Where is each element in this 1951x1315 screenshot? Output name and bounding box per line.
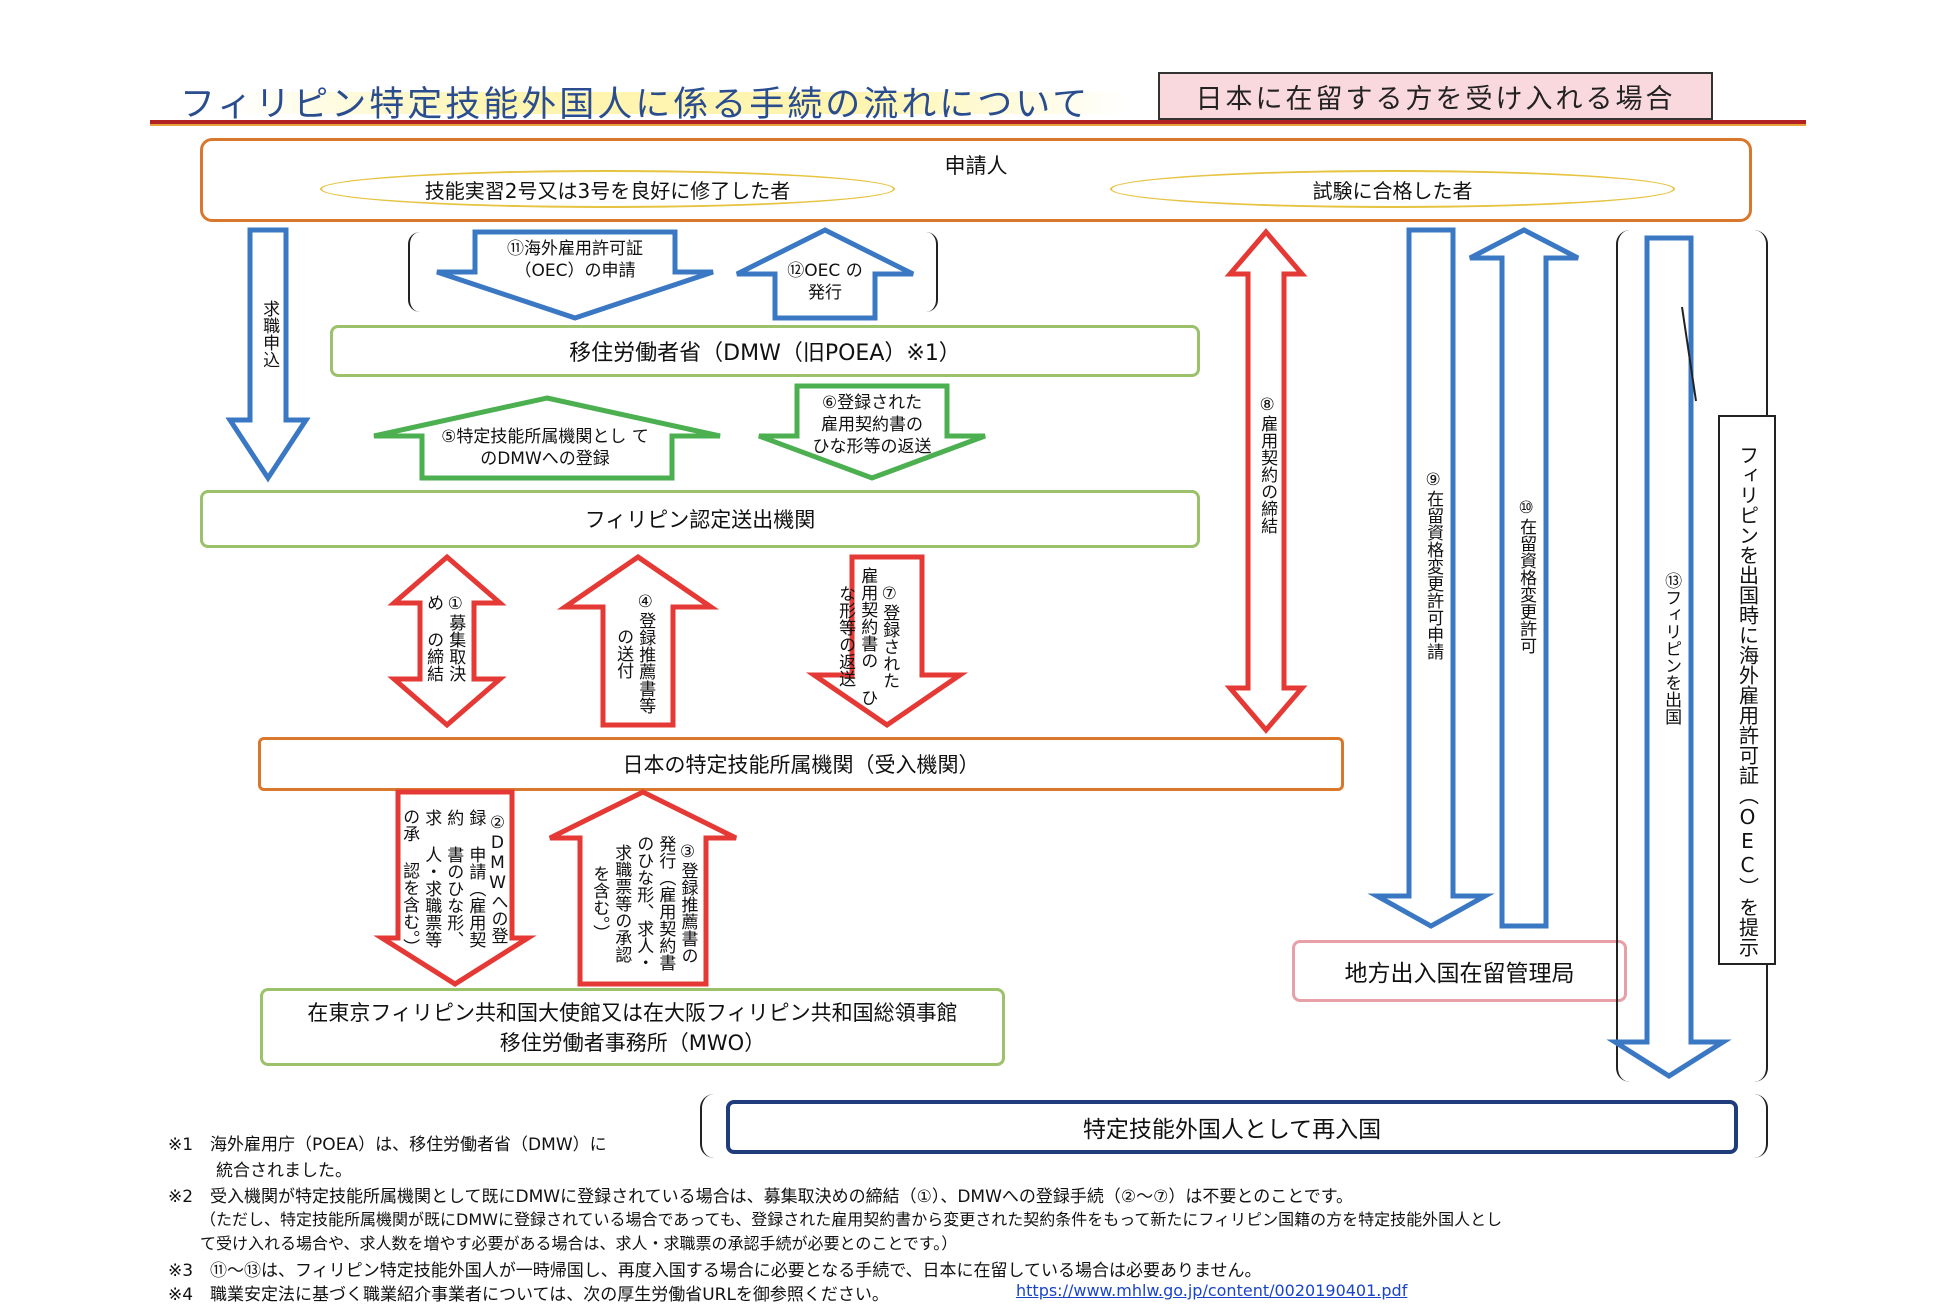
callout-line	[1681, 306, 1697, 402]
dmw-box: 移住労働者省（DMW（旧POEA）※1）	[330, 325, 1200, 377]
applicant-exam-ellipse: 試験に合格した者	[1110, 170, 1675, 208]
employment-contract-label: ⑧雇用契約の締結	[1257, 395, 1278, 534]
oec-issue-label: ⑫OEC の発行	[787, 261, 863, 304]
footnote-1-cont: 統合されました。	[216, 1161, 352, 1181]
footnote-2-cont-2: て受け入れる場合や、求人数を増やす必要がある場合は、求人・求職票の承認手続が必要…	[200, 1234, 958, 1253]
footnote-1: ※1 海外雇用庁（POEA）は、移住労働者省（DMW）に	[168, 1135, 607, 1155]
recommendation-issue-label: ③登録推薦書の 発行（雇用契約書 のひな形、求人・ 求職票等の承認 を含む。）	[589, 835, 698, 971]
dmw-registration-application-arrow	[373, 789, 537, 987]
mwo-line-1: 在東京フィリピン共和国大使館又は在大阪フィリピン共和国総領事館	[307, 1001, 958, 1025]
title-underline	[150, 120, 1806, 126]
oec-present-label: フィリピンを出国時に海外雇用許可証（OEC）を提示	[1735, 445, 1760, 957]
applicant-label: 申請人	[944, 154, 1008, 178]
dmw-registration-application-label: ②DMWへの登録 申請（雇用契約 書のひな形、求 人・求職票等の承 認を含む。）	[399, 808, 508, 956]
oec-bracket	[408, 232, 938, 312]
dmw-registration-arrow	[373, 395, 721, 481]
status-change-permit-arrow	[1468, 227, 1580, 929]
contract-template-return-arrow-top	[758, 383, 986, 481]
recommendation-issue-arrow	[548, 789, 738, 987]
contract-template-return-label-top: ⑥登録された 雇用契約書の ひな形等の返送	[812, 393, 932, 458]
footnote-2: ※2 受入機関が特定技能所属機関として既にDMWに登録されている場合は、募集取決…	[168, 1187, 1354, 1207]
oec-application-arrow	[436, 229, 714, 321]
oec-issue-arrow	[735, 227, 915, 321]
status-change-permit-label: ⑩在留資格変更許可	[1516, 498, 1537, 654]
scenario-badge: 日本に在留する方を受け入れる場合	[1158, 72, 1713, 120]
status-change-application-arrow	[1367, 227, 1495, 929]
oec-application-label: ⑪海外雇用許可証 （OEC）の申請	[507, 239, 643, 282]
mhlw-url-link[interactable]: https://www.mhlw.go.jp/content/002019040…	[1016, 1281, 1408, 1300]
mwo-box: 在東京フィリピン共和国大使館又は在大阪フィリピン共和国総領事館 移住労働者事務所…	[260, 988, 1005, 1066]
employer-box: 日本の特定技能所属機関（受入機関）	[258, 737, 1344, 791]
job-application-label: 求職申込	[259, 300, 280, 368]
job-application-arrow	[225, 227, 311, 483]
recruitment-agreement-arrow	[387, 553, 507, 729]
recommendation-send-arrow	[556, 553, 720, 728]
applicant-trainee-ellipse: 技能実習2号又は3号を良好に修了した者	[320, 170, 895, 208]
footnote-4: ※4 職業安定法に基づく職業紹介事業者については、次の厚生労働省URLを御参照く…	[168, 1285, 889, 1305]
employment-contract-arrow	[1224, 228, 1308, 734]
contract-template-return-arrow	[805, 554, 969, 729]
footnote-3: ※3 ⑪～⑬は、フィリピン特定技能外国人が一時帰国し、再度入国する場合に必要とな…	[168, 1261, 1262, 1281]
status-change-application-label: ⑨在留資格変更許可申請	[1423, 470, 1444, 660]
departure-label: ⑬フィリピンを出国	[1661, 572, 1682, 725]
recommendation-send-label: ④登録推薦書等 の送付	[613, 592, 656, 714]
sending-agency-box: フィリピン認定送出機関	[200, 490, 1200, 548]
mwo-line-2: 移住労働者事務所（MWO）	[499, 1031, 766, 1055]
oec-present-box: フィリピンを出国時に海外雇用許可証（OEC）を提示	[1718, 415, 1776, 965]
applicant-box	[200, 138, 1752, 222]
reentry-bracket	[700, 1094, 1768, 1158]
page-title: フィリピン特定技能外国人に係る手続の流れについて	[180, 85, 1091, 125]
contract-template-return-label: ⑦登録された 雇用契約書の ひな形等の返送	[835, 566, 900, 706]
title-highlight	[230, 92, 1130, 114]
reentry-box: 特定技能外国人として再入国	[726, 1100, 1738, 1154]
immigration-bureau-box: 地方出入国在留管理局	[1292, 940, 1627, 1002]
dmw-registration-label: ⑤特定技能所属機関とし てのDMWへの登録	[441, 427, 649, 470]
footnote-2-cont-1: （ただし、特定技能所属機関が既にDMWに登録されている場合であっても、登録された…	[200, 1210, 1503, 1229]
recruitment-agreement-label: ①募集取決め の締結	[423, 594, 466, 682]
